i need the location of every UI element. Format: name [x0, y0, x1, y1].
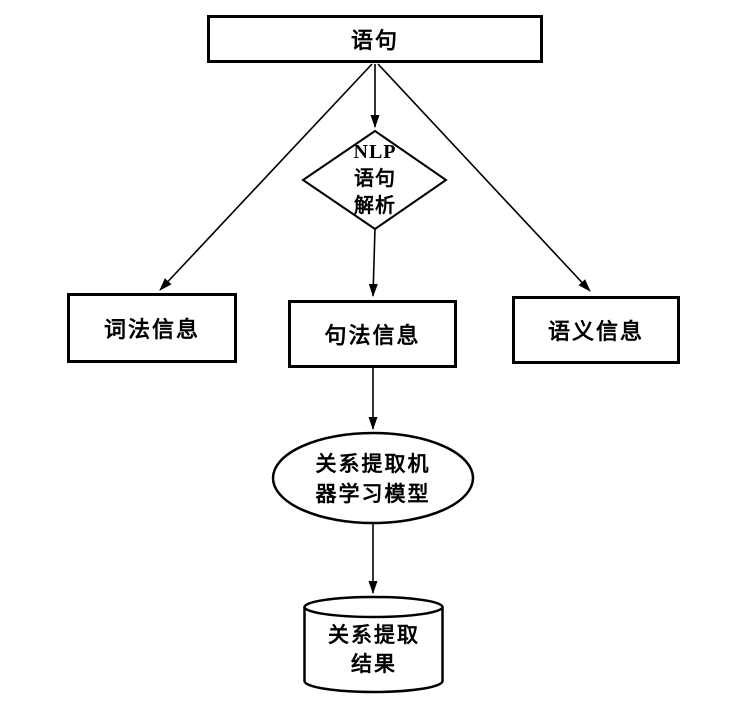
node-syntactic-info-label: 句法信息 [324, 323, 421, 348]
node-nlp-parse-label: NLP 语句 解析 [304, 139, 446, 220]
diamond-nlp-parse-shape [301, 129, 448, 231]
node-semantic-info: 语义信息 [512, 296, 680, 364]
ellipse-ml-model-shape [271, 431, 475, 525]
node-sentence: 语句 [207, 15, 543, 63]
ml-model-line-1: 关系提取机 [315, 452, 431, 476]
arrow-sentence-to-lexical [159, 63, 373, 291]
cylinder-result-top [303, 595, 444, 619]
arrow-nlp-parse-to-syntactic [368, 227, 378, 297]
node-sentence-label: 语句 [350, 28, 399, 53]
node-lexical-info-label: 词法信息 [103, 317, 200, 342]
nlp-parse-line-1: NLP [353, 141, 397, 163]
result-line-2: 结果 [351, 652, 397, 676]
node-ml-model-label: 关系提取机 器学习模型 [273, 449, 473, 509]
nlp-parse-line-2: 语句 [354, 168, 396, 190]
node-lexical-info: 词法信息 [67, 293, 237, 363]
arrow-sentence-to-semantic [377, 63, 591, 292]
cylinder-result-body [303, 607, 444, 694]
nlp-parse-line-3: 解析 [354, 195, 396, 217]
result-line-1: 关系提取 [328, 623, 420, 647]
node-result-label: 关系提取 结果 [303, 621, 445, 679]
node-semantic-info-label: 语义信息 [547, 319, 644, 344]
ml-model-line-2: 器学习模型 [315, 482, 431, 506]
node-syntactic-info: 句法信息 [288, 300, 457, 368]
